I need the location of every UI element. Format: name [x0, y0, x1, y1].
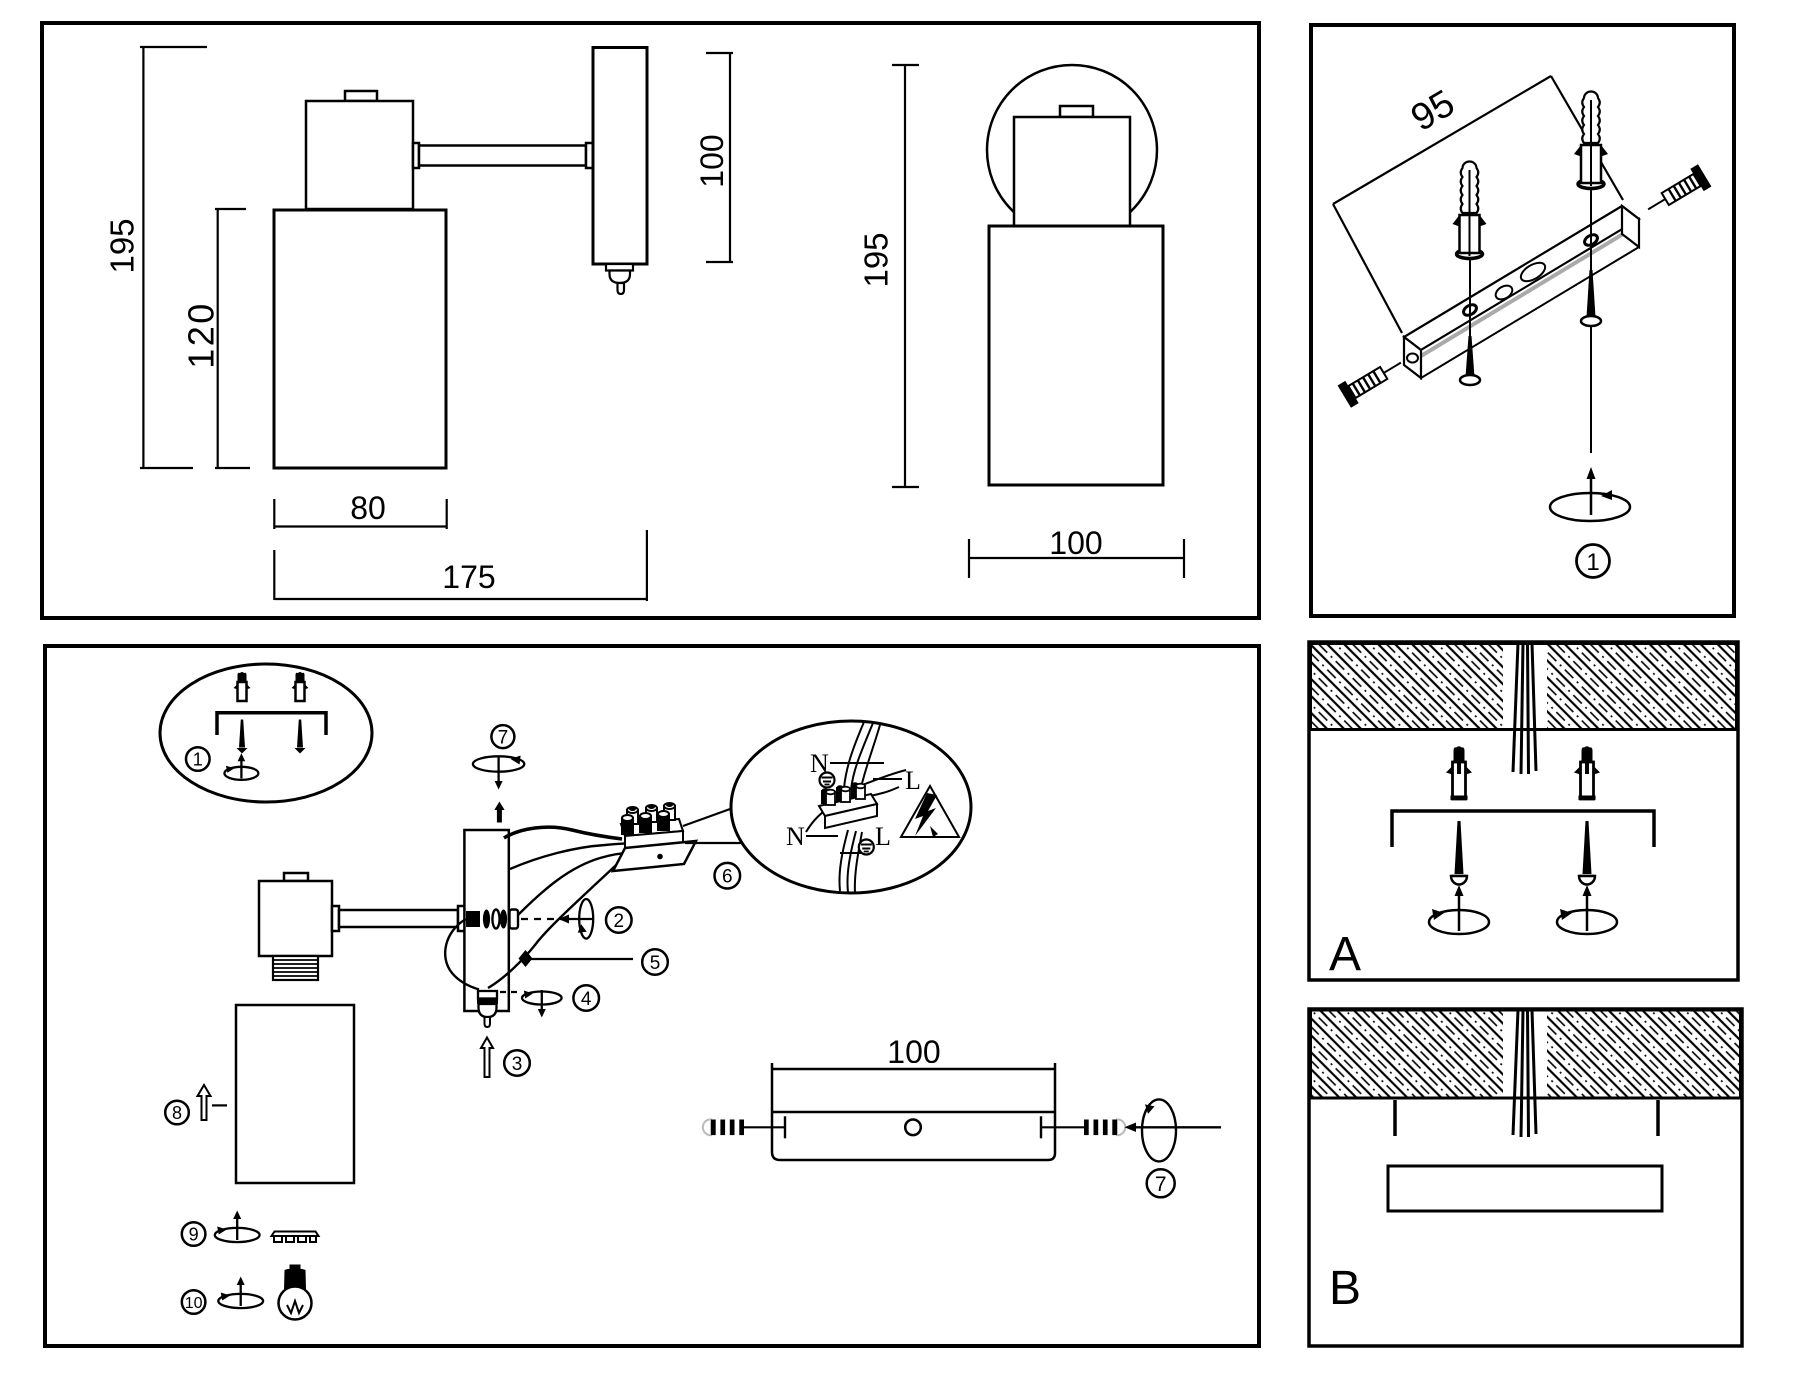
svg-text:2: 2	[614, 911, 625, 932]
svg-text:L: L	[875, 822, 891, 851]
svg-text:100: 100	[694, 134, 730, 187]
svg-text:80: 80	[350, 490, 386, 526]
svg-text:8: 8	[172, 1103, 182, 1123]
svg-text:N: N	[786, 822, 805, 851]
svg-text:9: 9	[189, 1225, 199, 1245]
svg-text:5: 5	[650, 953, 661, 974]
svg-text:10: 10	[185, 1295, 203, 1312]
svg-text:195: 195	[858, 232, 895, 287]
svg-text:N: N	[810, 749, 829, 778]
svg-text:1: 1	[1586, 549, 1599, 576]
svg-text:195: 195	[104, 218, 141, 273]
svg-text:120: 120	[181, 301, 222, 369]
svg-text:100: 100	[1049, 525, 1102, 561]
svg-text:6: 6	[722, 867, 733, 888]
svg-text:B: B	[1329, 1262, 1361, 1315]
svg-text:7: 7	[1155, 1173, 1167, 1196]
svg-text:3: 3	[512, 1054, 523, 1075]
svg-text:175: 175	[442, 559, 495, 595]
svg-text:7: 7	[498, 728, 509, 749]
svg-text:L: L	[905, 766, 921, 795]
svg-text:4: 4	[581, 989, 592, 1010]
svg-text:A: A	[1329, 928, 1361, 981]
svg-text:1: 1	[193, 750, 203, 770]
